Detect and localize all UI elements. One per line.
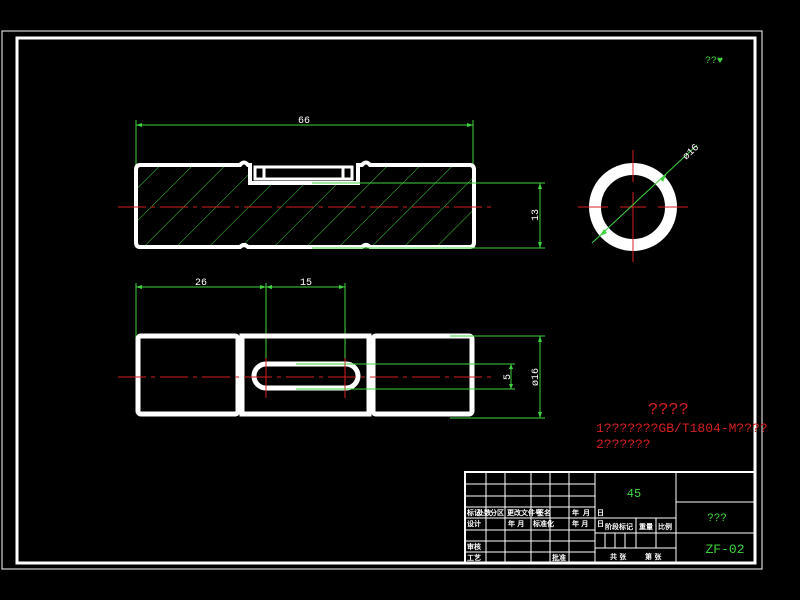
notes-title: ???? xyxy=(648,401,689,420)
tb-header-day: 日 xyxy=(597,509,604,517)
dim-slot-width-text: 5 xyxy=(503,374,514,380)
title-block-text: 45 ??? ZF-02 标记 处数 分区 更改文件号 签名 年 月 日 设计 … xyxy=(466,487,745,562)
tb-stage-mark-label: 阶段标记 xyxy=(605,522,633,531)
tb-sheets-total: 共 张 xyxy=(610,552,627,561)
notes-line-1: 1???????GB/T1804-M???? xyxy=(596,421,768,436)
tb-header-year: 年 xyxy=(572,508,579,517)
tb-header-sign: 签名 xyxy=(536,508,551,517)
end-view: ø16 xyxy=(578,143,702,262)
material-value: 45 xyxy=(627,487,641,501)
top-view: 26 15 5 ø16 xyxy=(118,278,545,419)
tb-year-month-1: 年 月 xyxy=(508,519,524,528)
tb-header-mark: 标记 xyxy=(466,508,481,517)
tb-sheet-number: 第 张 xyxy=(645,552,662,561)
inner-frame xyxy=(15,36,757,565)
tb-process-label: 工艺 xyxy=(467,553,481,562)
tb-approve-label: 批准 xyxy=(552,553,566,562)
keyway-slot xyxy=(253,165,354,181)
outer-frame xyxy=(1,30,763,570)
tb-year-month-2: 年 月 xyxy=(572,519,588,528)
top-body-left xyxy=(135,333,241,417)
top-body-mid xyxy=(239,333,372,417)
section-view: 66 13 xyxy=(118,116,545,249)
end-dim-diameter-text: ø16 xyxy=(681,143,702,163)
title-block xyxy=(464,471,756,564)
tb-weight-label: 重量 xyxy=(639,522,653,531)
tb-standardize-label: 标准化 xyxy=(532,519,554,528)
dim-height-text: 13 xyxy=(531,209,542,221)
dim-line-diameter xyxy=(591,144,698,244)
tb-scale-label: 比例 xyxy=(658,522,672,531)
section-body xyxy=(134,160,476,249)
drawing-number-value: ZF-02 xyxy=(705,542,744,557)
notes-line-2: 2?????? xyxy=(596,437,651,452)
dim-left-text: 26 xyxy=(195,278,207,289)
corner-mark: ??♥ xyxy=(705,56,723,67)
part-name-value: ??? xyxy=(707,513,727,525)
top-body-right xyxy=(370,333,475,417)
tb-design-label: 设计 xyxy=(467,519,481,528)
tb-review-label: 审核 xyxy=(467,542,481,551)
tb-header-zone: 分区 xyxy=(490,508,504,517)
dim-slot-text: 15 xyxy=(300,278,312,289)
top-dim-diameter-text: ø16 xyxy=(531,368,542,386)
drawing-frame xyxy=(1,30,763,570)
tb-header-count: 处数 xyxy=(476,508,492,517)
tb-day-2: 日 xyxy=(597,520,604,528)
tb-header-month: 月 xyxy=(582,509,590,517)
oblong-slot xyxy=(251,361,361,391)
technical-notes: ???? 1???????GB/T1804-M???? 2?????? xyxy=(596,401,768,452)
dim-length-text: 66 xyxy=(298,116,310,127)
tb-header-change-doc: 更改文件号 xyxy=(507,508,542,517)
